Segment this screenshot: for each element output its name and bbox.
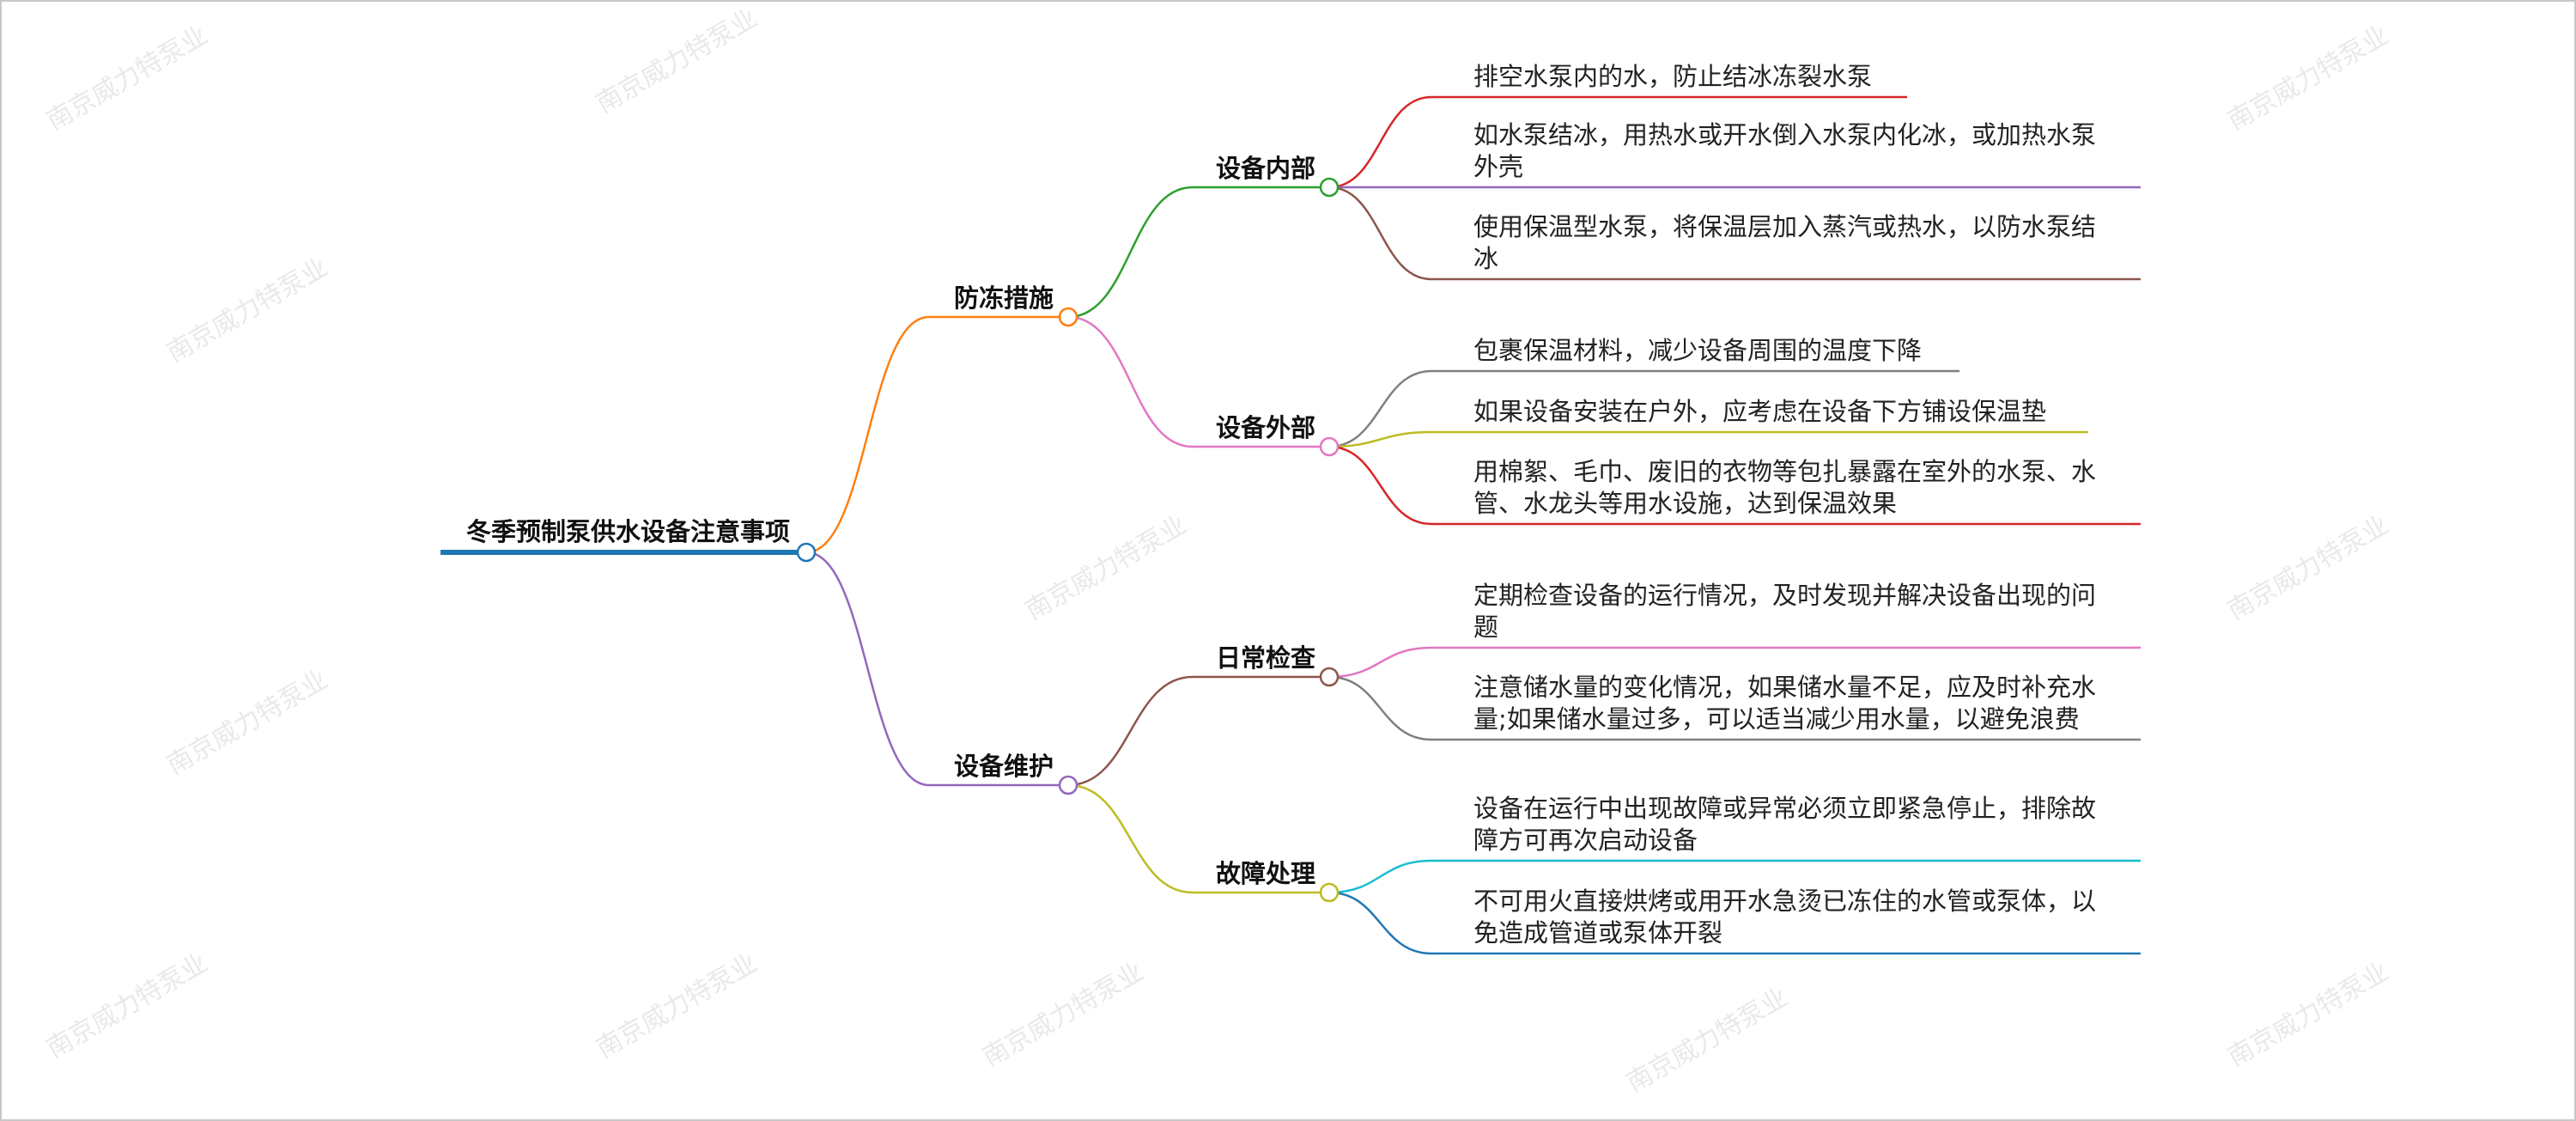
connector-line xyxy=(1328,95,1907,189)
collapse-toggle[interactable] xyxy=(1319,177,1340,198)
collapse-toggle[interactable] xyxy=(1319,882,1340,903)
watermark-text: 南京威力特泵业 xyxy=(978,957,1149,1073)
connector-line xyxy=(1328,891,2141,955)
watermark-text: 南京威力特泵业 xyxy=(42,21,213,137)
connector-line xyxy=(1067,783,1329,894)
collapse-toggle[interactable] xyxy=(1058,307,1078,327)
leaf-topic-line[interactable]: 用棉絮、毛巾、废旧的衣物等包扎暴露在室外的水泵、水 xyxy=(1473,457,2096,486)
leaf-topic-line[interactable]: 定期检查设备的运行情况，及时发现并解决设备出现的问 xyxy=(1473,581,2096,610)
watermark-text: 南京威力特泵业 xyxy=(2223,510,2394,626)
connector-line xyxy=(805,551,1068,787)
leaf-topic-line[interactable]: 设备在运行中出现故障或异常必须立即紧急停止，排除故 xyxy=(1473,794,2096,823)
subtopic[interactable]: 日常检查 xyxy=(1216,643,1315,673)
connector-line xyxy=(1328,186,2141,281)
watermark-text: 南京威力特泵业 xyxy=(1021,510,1192,626)
leaf-topic-line[interactable]: 使用保温型水泵，将保温层加入蒸汽或热水，以防水泵结 xyxy=(1473,212,2096,241)
subtopic[interactable]: 设备外部 xyxy=(1216,413,1315,442)
leaf-topic-line[interactable]: 管、水龙头等用水设施，达到保温效果 xyxy=(1473,489,1897,518)
leaf-topic-line[interactable]: 如水泵结冰，用热水或开水倒入水泵内化冰，或加热水泵 xyxy=(1473,120,2096,149)
leaf-topic-line[interactable]: 外壳 xyxy=(1473,152,1523,181)
leaf-topic-line[interactable]: 不可用火直接烘烤或用开水急烫已冻住的水管或泵体，以 xyxy=(1473,886,2096,916)
leaf-topic-line[interactable]: 免造成管道或泵体开裂 xyxy=(1473,918,1722,947)
collapse-toggle[interactable] xyxy=(1319,436,1340,457)
connector-line xyxy=(1328,369,1959,448)
leaf-topic-line[interactable]: 题 xyxy=(1473,612,1498,642)
watermark-text: 南京威力特泵业 xyxy=(1622,983,1793,1099)
connector-line xyxy=(805,315,1068,554)
watermark-text: 南京威力特泵业 xyxy=(592,948,762,1064)
edges xyxy=(440,95,2141,955)
leaf-topic-line[interactable]: 量;如果储水量过多，可以适当减少用水量，以避免浪费 xyxy=(1473,704,2080,734)
connector-line xyxy=(1067,186,1329,319)
leaf-topic-line[interactable]: 包裹保温材料，减少设备周围的温度下降 xyxy=(1473,336,1922,365)
watermark-text: 南京威力特泵业 xyxy=(2223,957,2394,1073)
connector-line xyxy=(1328,430,2088,448)
leaf-topic-line[interactable]: 障方可再次启动设备 xyxy=(1473,826,1698,855)
branch-topic[interactable]: 防冻措施 xyxy=(954,283,1054,313)
subtopic[interactable]: 故障处理 xyxy=(1216,859,1315,888)
collapse-toggle[interactable] xyxy=(1058,775,1078,795)
branch-topic[interactable]: 设备维护 xyxy=(954,752,1054,781)
watermark-text: 南京威力特泵业 xyxy=(2223,21,2394,137)
connector-line xyxy=(1328,859,2141,894)
root-topic[interactable]: 冬季预制泵供水设备注意事项 xyxy=(466,517,790,546)
collapse-toggle[interactable] xyxy=(796,542,817,563)
watermark-text: 南京威力特泵业 xyxy=(162,253,333,369)
connector-line xyxy=(1328,675,2141,741)
nodes: 冬季预制泵供水设备注意事项 防冻措施 设备内部 排空水泵内的水，防止结冰冻裂水泵如水泵… xyxy=(466,62,2096,947)
subtopic[interactable]: 设备内部 xyxy=(1216,154,1315,183)
leaf-topic-line[interactable]: 排空水泵内的水，防止结冰冻裂水泵 xyxy=(1473,62,1872,91)
leaf-topic-line[interactable]: 注意储水量的变化情况，如果储水量不足，应及时补充水 xyxy=(1473,673,2096,702)
collapse-toggle[interactable] xyxy=(1319,667,1340,687)
watermark-text: 南京威力特泵业 xyxy=(42,948,213,1064)
connector-line xyxy=(1067,675,1329,787)
watermark-text: 南京威力特泵业 xyxy=(162,665,333,781)
connector-line xyxy=(1328,445,2141,526)
watermark-text: 南京威力特泵业 xyxy=(592,3,762,119)
leaf-topic-line[interactable]: 如果设备安装在户外，应考虑在设备下方铺设保温垫 xyxy=(1473,397,2046,426)
connector-line xyxy=(1067,315,1329,448)
leaf-topic-line[interactable]: 冰 xyxy=(1473,244,1498,273)
connector-line xyxy=(1328,646,2141,679)
